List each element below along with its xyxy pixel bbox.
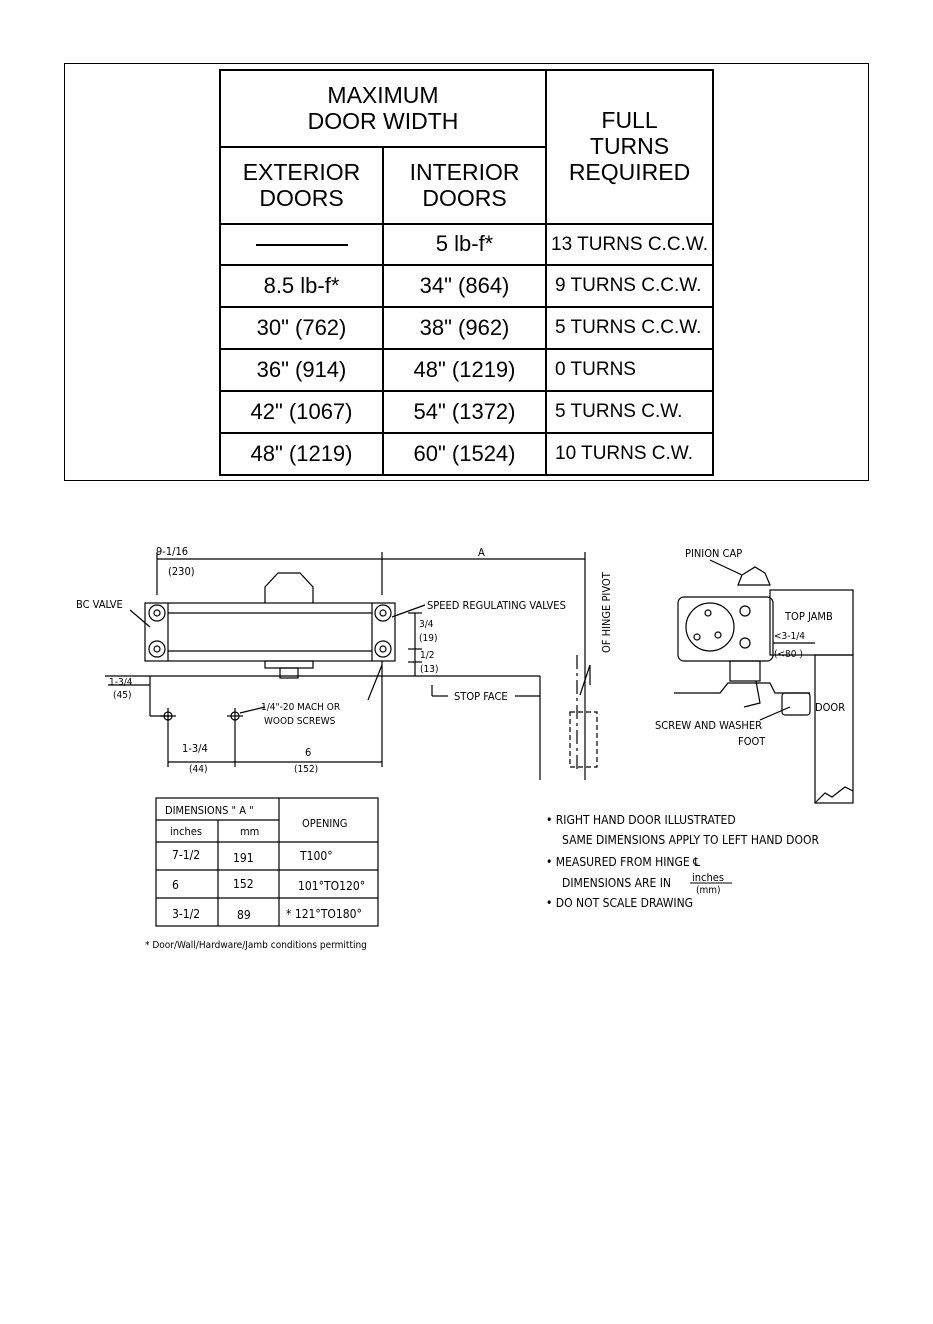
header-int-line1: INTERIOR: [409, 158, 520, 185]
interior-cell: 34" (864): [381, 264, 548, 308]
exterior-cell: 48" (1219): [219, 432, 384, 476]
interior-cell: 48" (1219): [381, 348, 548, 392]
note-do-not-scale: • DO NOT SCALE DRAWING: [546, 896, 693, 910]
table-row: 5 lb-f* 13 TURNS C.C.W.: [219, 223, 715, 266]
turns-cell: 13 TURNS C.C.W.: [545, 223, 715, 266]
table-row: 36" (914) 48" (1219) 0 TURNS: [219, 348, 715, 392]
dims-header-inches: inches: [170, 825, 202, 838]
note-mm: (mm): [696, 885, 721, 896]
dims-row-inches: 3-1/2: [172, 907, 200, 921]
exterior-cell: 36" (914): [219, 348, 384, 392]
header-turns-line1: FULL: [601, 107, 658, 134]
dim-34-mm: (19): [419, 633, 437, 644]
interior-cell: 60" (1524): [381, 432, 548, 476]
speed-valves-label: SPEED REGULATING VALVES: [427, 599, 566, 612]
dim-12-inches: 1/2: [420, 650, 434, 661]
dim-134b-mm: (44): [189, 764, 207, 775]
dims-row-opening: * 121°TO180°: [286, 907, 362, 921]
turns-cell: 0 TURNS: [545, 348, 715, 392]
exterior-cell: [219, 223, 384, 266]
header-interior-doors: INTERIOR DOORS: [381, 146, 548, 225]
dims-row-mm: 152: [233, 877, 254, 891]
header-maximum-door-width: MAXIMUM DOOR WIDTH: [218, 69, 548, 148]
exterior-cell: 42" (1067): [219, 390, 384, 434]
table-row: 42" (1067) 54" (1372) 5 TURNS C.W.: [219, 390, 715, 434]
dim-314-inches: <3-1/4: [774, 631, 805, 642]
turns-cell: 5 TURNS C.W.: [545, 390, 715, 434]
turns-cell: 9 TURNS C.C.W.: [545, 264, 715, 308]
exterior-cell: 8.5 lb-f*: [219, 264, 384, 308]
closer-body: [144, 602, 396, 662]
dim-134b-inches: 1-3/4: [182, 742, 208, 755]
dims-row-opening: 101°TO120°: [298, 879, 365, 893]
dims-row-opening: T100°: [299, 849, 333, 863]
pinion-cap-label: PINION CAP: [685, 547, 742, 560]
header-full-turns-required: FULL TURNS REQUIRED: [545, 69, 715, 225]
door-closer-technical-drawing: 9-1/16 (230) A BC VALVE SPEED REGULATING…: [76, 545, 854, 951]
bc-valve-label: BC VALVE: [76, 598, 123, 611]
turns-cell: 10 TURNS C.W.: [545, 432, 715, 476]
note-dimensions: DIMENSIONS ARE IN: [562, 876, 671, 890]
header-max-line1: MAXIMUM: [327, 81, 439, 108]
note-left-hand: SAME DIMENSIONS APPLY TO LEFT HAND DOOR: [562, 833, 819, 847]
dim-width-inches: 9-1/16: [156, 545, 188, 558]
dim-12-mm: (13): [420, 664, 438, 675]
dims-header-mm: mm: [240, 825, 259, 838]
table-row: 48" (1219) 60" (1524) 10 TURNS C.W.: [219, 432, 715, 476]
dim-134-inches: 1-3/4: [109, 677, 133, 688]
door-label: DOOR: [815, 701, 845, 714]
table-row: 8.5 lb-f* 34" (864) 9 TURNS C.C.W.: [219, 264, 715, 308]
foot-label: FOOT: [738, 735, 766, 748]
header-turns-line2: TURNS: [589, 133, 670, 160]
dims-row-mm: 89: [237, 908, 251, 922]
door-width-turns-table: MAXIMUM DOOR WIDTH FULL TURNS REQUIRED E…: [218, 69, 715, 476]
dim-314-mm: (<80 ): [774, 649, 803, 660]
header-ext-line1: EXTERIOR: [242, 158, 361, 185]
interior-cell: 38" (962): [381, 306, 548, 350]
header-int-line2: DOORS: [422, 184, 507, 211]
dim-width-mm: (230): [168, 565, 195, 578]
dim-34-inches: 3/4: [419, 619, 434, 630]
dims-row-inches: 7-1/2: [172, 848, 200, 862]
dims-header-opening: OPENING: [302, 817, 347, 830]
header-ext-line2: DOORS: [259, 184, 344, 211]
dim-134-mm: (45): [113, 690, 131, 701]
screws-label-2: WOOD SCREWS: [264, 716, 336, 727]
dim-a-label: A: [478, 546, 485, 559]
note-right-hand: • RIGHT HAND DOOR ILLUSTRATED: [546, 813, 736, 827]
screw-washer-label: SCREW AND WASHER: [655, 719, 762, 732]
note-inches: inches: [692, 871, 724, 884]
interior-cell: 5 lb-f*: [381, 223, 548, 266]
header-exterior-doors: EXTERIOR DOORS: [219, 146, 384, 225]
dash-line: [255, 244, 348, 247]
door-leaf: [814, 654, 854, 804]
turns-cell: 5 TURNS C.C.W.: [545, 306, 715, 350]
exterior-cell: 30" (762): [219, 306, 384, 350]
hinge-pivot-label: OF HINGE PIVOT: [600, 571, 613, 653]
dims-footnote: * Door/Wall/Hardware/Jamb conditions per…: [145, 940, 367, 951]
screws-label-1: 1/4"-20 MACH OR: [261, 702, 340, 713]
dim-6-mm: (152): [294, 764, 318, 775]
header-max-line2: DOOR WIDTH: [307, 107, 459, 134]
header-turns-line3: REQUIRED: [568, 158, 691, 185]
top-jamb: [769, 589, 854, 656]
dim-6-inches: 6: [305, 746, 311, 759]
table-row: 30" (762) 38" (962) 5 TURNS C.C.W.: [219, 306, 715, 350]
stop-face-label: STOP FACE: [454, 690, 508, 703]
dimensions-a-table: [155, 797, 379, 927]
turns-table-frame: [64, 63, 869, 481]
dims-row-inches: 6: [172, 878, 179, 892]
note-measured: • MEASURED FROM HINGE ℄: [546, 855, 700, 869]
top-jamb-label: TOP JAMB: [784, 610, 833, 623]
interior-cell: 54" (1372): [381, 390, 548, 434]
dims-header: DIMENSIONS " A ": [165, 804, 254, 817]
dims-row-mm: 191: [233, 851, 254, 865]
